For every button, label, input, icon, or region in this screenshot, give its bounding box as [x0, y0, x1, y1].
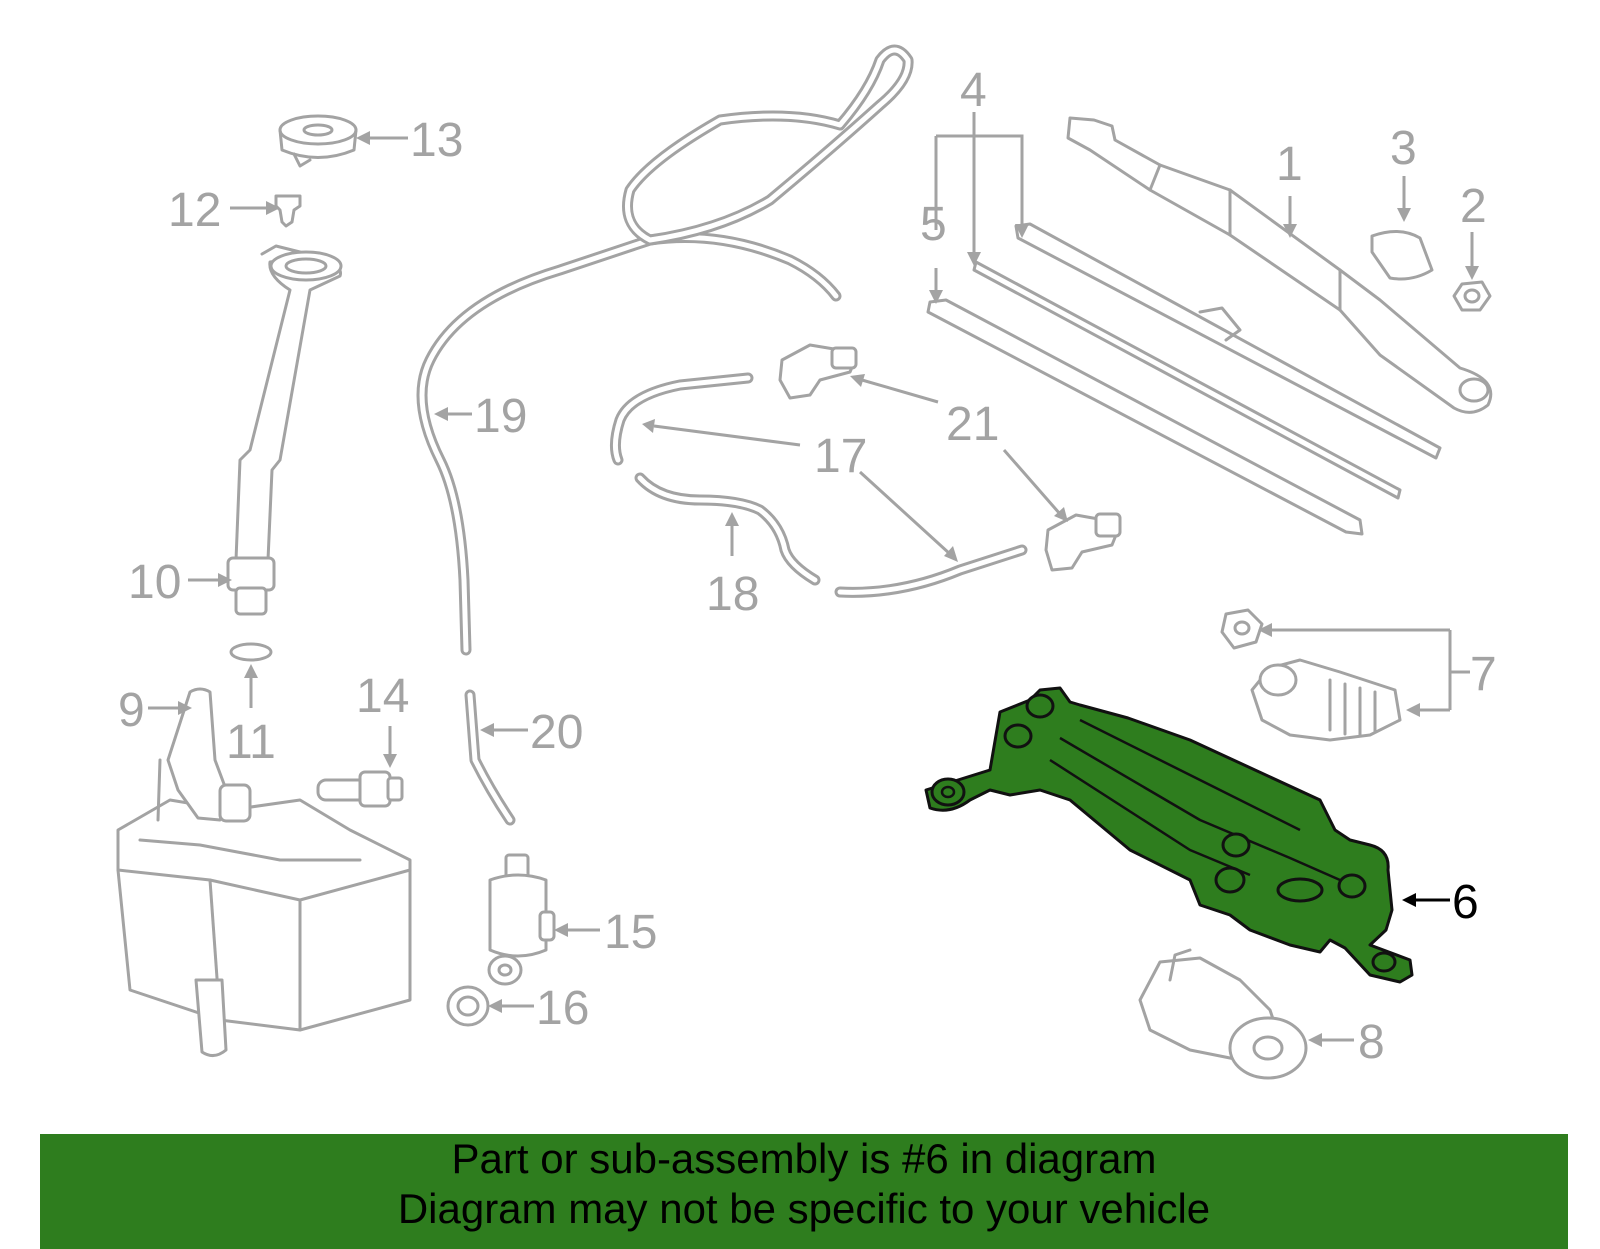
callout-labels: 13 12 10 11 9 14 15 16 19 20 17 18 21 4 … [118, 64, 1497, 1069]
part-10-filler-neck [226, 244, 343, 616]
banner-line-2: Diagram may not be specific to your vehi… [397, 1185, 1211, 1232]
callout-14: 14 [356, 670, 409, 723]
callout-9: 9 [118, 684, 145, 737]
callout-20: 20 [530, 706, 583, 759]
part-19-hose [416, 44, 914, 656]
callout-11: 11 [226, 716, 276, 769]
callout-15: 15 [604, 906, 657, 959]
part-21-nozzles [778, 343, 1122, 572]
part-12-clip [274, 194, 302, 228]
part-5-blade-insert [926, 298, 1364, 536]
part-8-wiper-motor [1138, 948, 1308, 1080]
callout-5: 5 [920, 198, 947, 251]
info-banner: Part or sub-assembly is #6 in diagram Di… [40, 1134, 1568, 1249]
part-1-wiper-arm [1066, 116, 1493, 414]
callout-13: 13 [410, 114, 463, 167]
callout-6: 6 [1452, 876, 1479, 929]
part-20-hose [464, 689, 516, 826]
callout-21: 21 [946, 398, 999, 451]
callout-17: 17 [814, 430, 867, 483]
part-6-wiper-linkage [924, 686, 1414, 984]
part-7-nut-and-boot [1220, 608, 1402, 742]
part-15-washer-pump [487, 853, 556, 986]
callout-7: 7 [1470, 648, 1497, 701]
callout-8: 8 [1358, 1016, 1385, 1069]
part-14-level-sensor [316, 770, 404, 808]
part-17-hoses [609, 372, 1028, 598]
callout-10: 10 [128, 556, 181, 609]
callout-19: 19 [474, 390, 527, 443]
part-9-reservoir [116, 687, 412, 1057]
callout-18: 18 [706, 568, 759, 621]
leader-lines [148, 112, 1479, 1047]
part-13-cap [278, 114, 358, 168]
callout-3: 3 [1390, 122, 1417, 175]
part-3-arm-cap [1370, 230, 1434, 281]
part-18-hose [634, 472, 821, 586]
part-16-grommet [446, 985, 490, 1027]
callout-4: 4 [960, 64, 987, 117]
banner-line-1: Part or sub-assembly is #6 in diagram [451, 1135, 1157, 1182]
callout-1: 1 [1276, 138, 1303, 191]
part-2-nut [1452, 280, 1492, 312]
callout-2: 2 [1460, 180, 1487, 233]
callout-16: 16 [536, 982, 589, 1035]
callout-12: 12 [168, 184, 221, 237]
part-11-o-ring [229, 642, 273, 662]
